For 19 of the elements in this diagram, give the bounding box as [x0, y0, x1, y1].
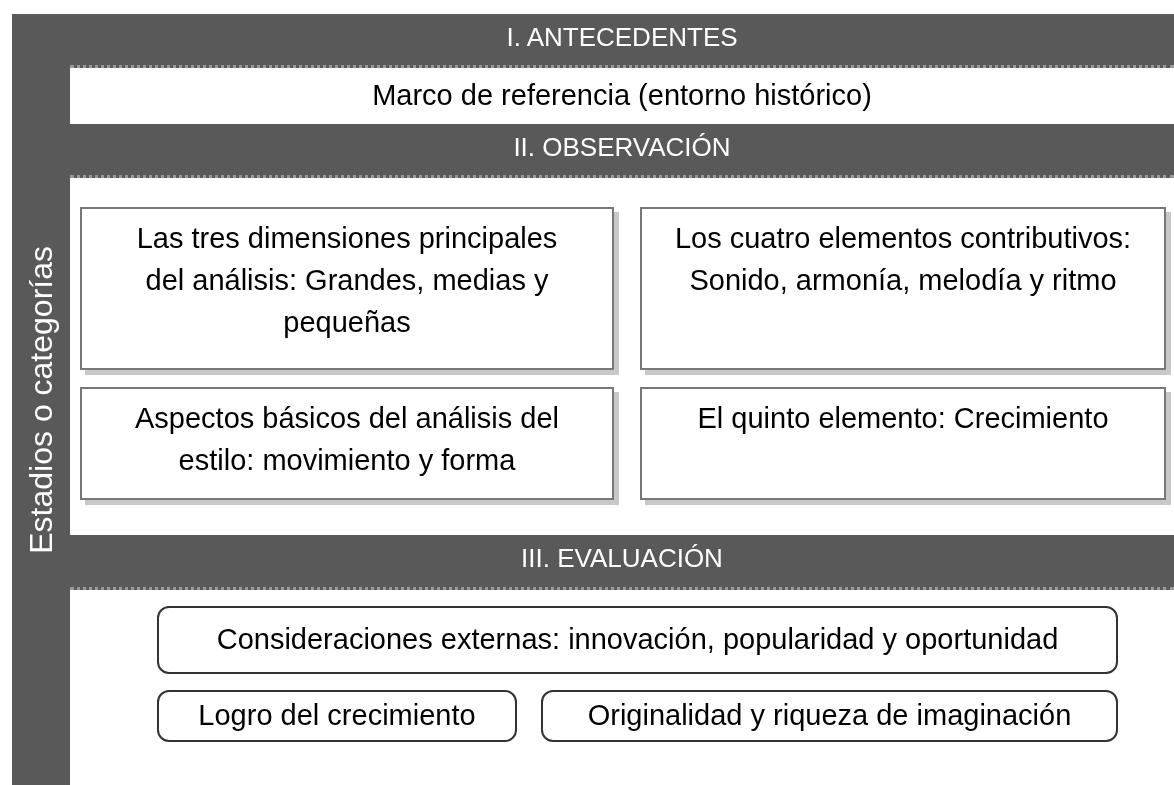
box-text: I. ANTECEDENTES: [506, 21, 738, 54]
side-band: [12, 14, 70, 785]
box-text: Las tres dimensiones principales del análisis: Grandes, medias y pequeñas: [135, 221, 559, 340]
box-text: Originalidad y riqueza de imaginación: [587, 698, 1072, 734]
box-text: Consideraciones externas: innovación, popularidad y oportunidad: [216, 622, 1059, 658]
box-text: II. OBSERVACIÓN: [513, 131, 731, 164]
vertical-label: Estadios o categorías: [22, 245, 60, 554]
section-header-band: [70, 124, 1174, 178]
box-text: Logro del crecimiento: [198, 698, 476, 734]
rounded-box: [157, 690, 517, 742]
box-text: El quinto elemento: Crecimiento: [697, 401, 1109, 436]
box-text: Los cuatro elementos contributivos: Sonido, armonía, melodía y ritmo: [674, 221, 1132, 298]
box-text: III. EVALUACIÓN: [521, 542, 723, 575]
rounded-box: [157, 606, 1118, 674]
rounded-box: [541, 690, 1118, 742]
box-text: Aspectos básicos del análisis del estilo: movimiento y forma: [134, 401, 560, 478]
box-text: Marco de referencia (entorno histórico): [372, 78, 872, 114]
section-header-band: [70, 14, 1174, 68]
section-header-band: [70, 535, 1174, 590]
